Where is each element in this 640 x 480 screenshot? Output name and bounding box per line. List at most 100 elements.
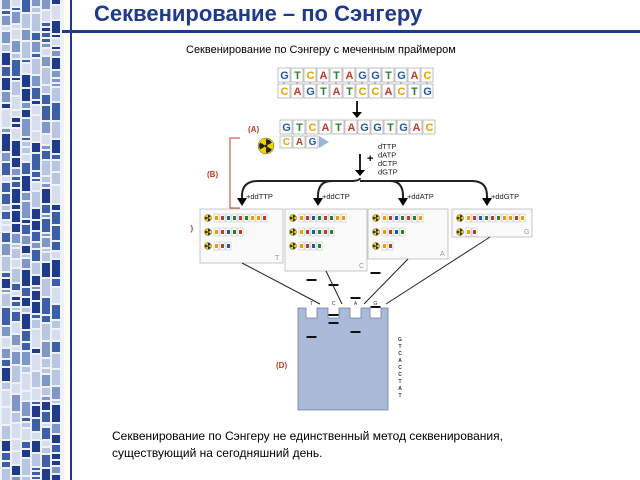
stripe-block bbox=[32, 8, 40, 12]
stripe-block bbox=[22, 392, 30, 400]
radioactive-blade bbox=[293, 218, 296, 221]
stripe-block bbox=[12, 352, 20, 364]
stripe-block bbox=[52, 212, 60, 224]
label-icon bbox=[204, 228, 212, 236]
fragment-base bbox=[389, 230, 392, 234]
fragment-base bbox=[407, 216, 410, 220]
stripe-block bbox=[22, 288, 30, 296]
stripe-block bbox=[12, 158, 20, 167]
base-letter: A bbox=[411, 70, 419, 82]
stripe-block bbox=[52, 205, 60, 210]
stripe-block bbox=[22, 402, 30, 416]
fragment-base bbox=[318, 230, 321, 234]
base-letter: G bbox=[360, 122, 369, 134]
sequence-letter: T bbox=[398, 344, 401, 350]
arrow-to-ddatp bbox=[360, 180, 404, 200]
fragment-base bbox=[318, 244, 321, 248]
stripe-block bbox=[42, 219, 50, 232]
stripe-block bbox=[32, 263, 40, 274]
stripe-block bbox=[2, 244, 10, 255]
stripe-block bbox=[42, 234, 50, 236]
base-letter: C bbox=[281, 86, 289, 98]
fragment-base bbox=[521, 216, 524, 220]
stripe-block bbox=[2, 67, 10, 76]
stripe-block bbox=[52, 0, 60, 4]
stripe-block bbox=[42, 161, 50, 175]
reaction-label-1: +ddCTP bbox=[322, 192, 350, 201]
stripe-block bbox=[22, 343, 30, 350]
stripe-block bbox=[32, 221, 40, 230]
caption: Секвенирование по Сэнгеру не единственны… bbox=[112, 428, 612, 462]
stripe-block bbox=[2, 279, 10, 288]
stripe-block bbox=[2, 327, 10, 336]
stripe-block bbox=[52, 39, 60, 45]
base-letter: C bbox=[424, 70, 432, 82]
fragment-base bbox=[306, 216, 309, 220]
fragment-base bbox=[251, 216, 254, 220]
stripe-block bbox=[2, 32, 10, 43]
sequence-letter: T bbox=[398, 379, 401, 385]
fragment-base bbox=[221, 230, 224, 234]
stripe-block bbox=[42, 469, 50, 480]
title-vertical-rule bbox=[70, 0, 72, 480]
base-letter: T bbox=[296, 122, 303, 134]
stripe-block bbox=[2, 78, 10, 90]
base-letter: T bbox=[411, 86, 418, 98]
stripe-block bbox=[2, 129, 10, 132]
stripe-block bbox=[42, 28, 50, 31]
base-letter: T bbox=[385, 70, 392, 82]
stripe-block bbox=[32, 250, 40, 261]
stripe-block bbox=[32, 433, 40, 439]
figure-subtitle: Секвенирование по Сэнгеру с меченным пра… bbox=[186, 44, 456, 56]
stripe-block bbox=[22, 176, 30, 191]
stripe-block bbox=[32, 209, 40, 219]
stripe-block bbox=[22, 119, 30, 136]
radioactive-blade bbox=[376, 243, 379, 246]
stripe-block bbox=[2, 177, 10, 181]
base-cell bbox=[292, 135, 306, 149]
base-cell bbox=[316, 83, 330, 99]
radioactive-blade bbox=[457, 216, 460, 220]
sequence-letter: T bbox=[398, 393, 401, 399]
stripe-block bbox=[22, 202, 30, 218]
stripe-block bbox=[12, 477, 20, 480]
stripe-block bbox=[12, 189, 20, 203]
stripe-block bbox=[32, 291, 40, 300]
stripe-block bbox=[2, 183, 10, 192]
stripe-block bbox=[2, 53, 10, 65]
stripe-block bbox=[32, 441, 40, 452]
base-cell bbox=[383, 119, 397, 135]
label-icon bbox=[204, 214, 212, 222]
label-icon bbox=[289, 242, 297, 250]
stripe-block bbox=[32, 88, 40, 99]
stripe-block bbox=[52, 401, 60, 403]
stripe-block bbox=[42, 263, 50, 277]
radioactive-blade bbox=[259, 142, 265, 150]
fragment-base bbox=[306, 230, 309, 234]
gel-lane-letter: A bbox=[354, 301, 358, 307]
stripe-block bbox=[2, 233, 10, 242]
stripe-block bbox=[42, 375, 50, 386]
stripe-block bbox=[2, 16, 10, 25]
stripe-block bbox=[2, 469, 10, 480]
gel-band bbox=[328, 322, 339, 324]
barcode-stripe-decoration bbox=[0, 0, 64, 480]
radioactive-center bbox=[264, 144, 268, 148]
arrow-head-ddgtp bbox=[482, 198, 492, 206]
fragment-base bbox=[221, 244, 224, 248]
base-letter: A bbox=[296, 137, 303, 148]
stripe-block bbox=[12, 97, 20, 109]
base-letter: C bbox=[398, 86, 406, 98]
stripe-block bbox=[52, 186, 60, 203]
stripe-block bbox=[52, 84, 60, 86]
fragment-base bbox=[467, 230, 470, 234]
stripe-block bbox=[52, 435, 60, 443]
stripe-block bbox=[32, 468, 40, 470]
stripe-block bbox=[52, 467, 60, 473]
base-cell bbox=[303, 83, 317, 99]
stripe-block bbox=[22, 429, 30, 440]
stripe-block bbox=[42, 184, 50, 187]
stripe-block bbox=[2, 92, 10, 102]
load-line-t bbox=[241, 262, 321, 305]
radioactive-blade bbox=[266, 147, 272, 153]
